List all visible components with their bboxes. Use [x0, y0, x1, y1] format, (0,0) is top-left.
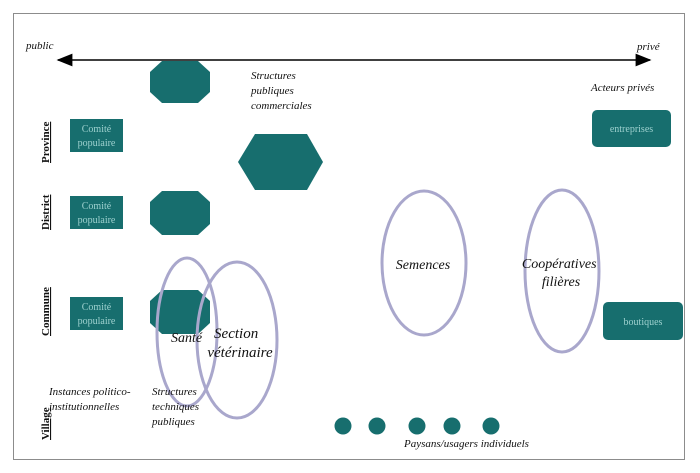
farmer-dot	[482, 417, 500, 435]
commercial-structure-district-octagon	[150, 191, 210, 235]
cooperatives-label: Coopératives filières	[522, 257, 600, 290]
semences-ellipse	[380, 189, 468, 337]
political-institutions-label: Instances politico- institutionnelles	[48, 386, 133, 413]
box-line-1: Comité	[82, 201, 112, 212]
commercial-structure-hexagon	[238, 134, 323, 190]
axis-private-label: privé	[636, 41, 661, 53]
box-line-1: Comité	[82, 124, 112, 135]
level-district-label: District	[40, 194, 52, 230]
farmer-dot	[334, 417, 352, 435]
boutiques-box: boutiques	[603, 302, 683, 340]
private-actors-label: Acteurs privés	[590, 82, 654, 94]
sante-ellipse	[155, 256, 219, 408]
entreprises-box: entreprises	[592, 110, 671, 147]
diagram-frame	[13, 13, 685, 460]
cooperatives-ellipse	[523, 188, 601, 354]
farmer-dots	[334, 417, 500, 435]
technical-structures-label: Structures techniques publiques	[151, 386, 202, 428]
farmer-dot	[368, 417, 386, 435]
commercial-structures-label: Structures publiques commerciales	[250, 70, 312, 112]
level-province-label: Province	[40, 122, 52, 163]
entreprises-label: entreprises	[610, 124, 653, 135]
comite-populaire-province: Comité populaire	[70, 119, 123, 152]
semences-label: Semences	[396, 258, 451, 273]
commercial-structure-province-octagon	[150, 61, 210, 103]
level-village-label: Village	[40, 407, 52, 440]
veterinary-ellipse	[195, 260, 279, 420]
box-line-2: populaire	[78, 138, 116, 149]
box-line-2: populaire	[78, 215, 116, 226]
farmer-dot	[443, 417, 461, 435]
comite-populaire-district: Comité populaire	[70, 196, 123, 229]
box-line-1: Comité	[82, 302, 112, 313]
box-line-2: populaire	[78, 316, 116, 327]
sante-label: Santé	[171, 331, 203, 346]
level-commune-label: Commune	[40, 287, 52, 336]
farmers-label: Paysans/usagers individuels	[403, 438, 529, 450]
boutiques-label: boutiques	[624, 317, 663, 328]
commercial-structure-commune-octagon	[150, 290, 210, 334]
veterinary-label: Section vétérinaire	[207, 326, 273, 361]
comite-populaire-commune: Comité populaire	[70, 297, 123, 330]
axis-public-label: public	[25, 40, 54, 52]
farmer-dot	[408, 417, 426, 435]
